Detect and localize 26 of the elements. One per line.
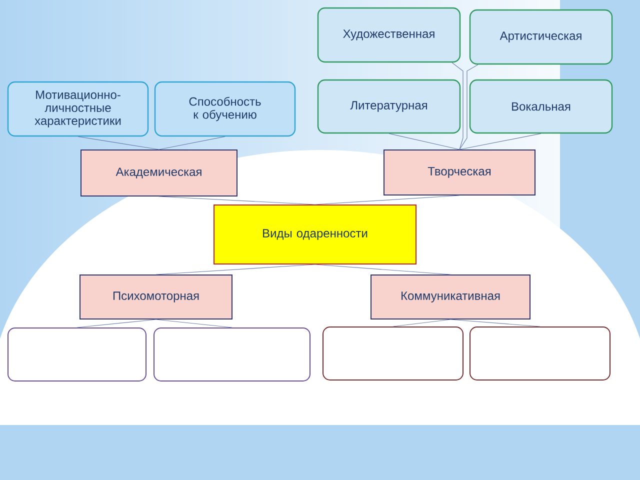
connector-line <box>314 264 451 275</box>
connector-line <box>388 133 460 150</box>
category-box: Вокальная <box>469 79 613 134</box>
connector-line <box>459 133 542 150</box>
type-box: Коммуникативная <box>370 274 530 320</box>
empty-box <box>470 326 610 380</box>
category-box: Художественная <box>317 7 461 63</box>
type-box: Психомоторная <box>80 274 232 320</box>
connector-line <box>459 64 478 150</box>
category-box: Литературная <box>317 79 461 134</box>
type-box: Творческая <box>384 150 536 196</box>
connector-line <box>158 196 316 205</box>
empty-box <box>154 328 310 382</box>
connector-line <box>156 264 316 275</box>
category-box: Мотивационно-личностные характеристики <box>7 81 149 137</box>
category-box: Артистическая <box>469 9 613 65</box>
connector-line <box>450 319 540 327</box>
connector-line <box>76 319 156 328</box>
main-box: Виды одаренности <box>214 204 416 264</box>
connector-line <box>156 319 232 328</box>
connector-line <box>314 195 460 205</box>
connector-line <box>452 62 464 150</box>
type-box: Академическая <box>80 150 238 196</box>
empty-box <box>322 326 464 380</box>
empty-box <box>8 328 146 382</box>
category-box: Способность к обучению <box>154 81 296 137</box>
